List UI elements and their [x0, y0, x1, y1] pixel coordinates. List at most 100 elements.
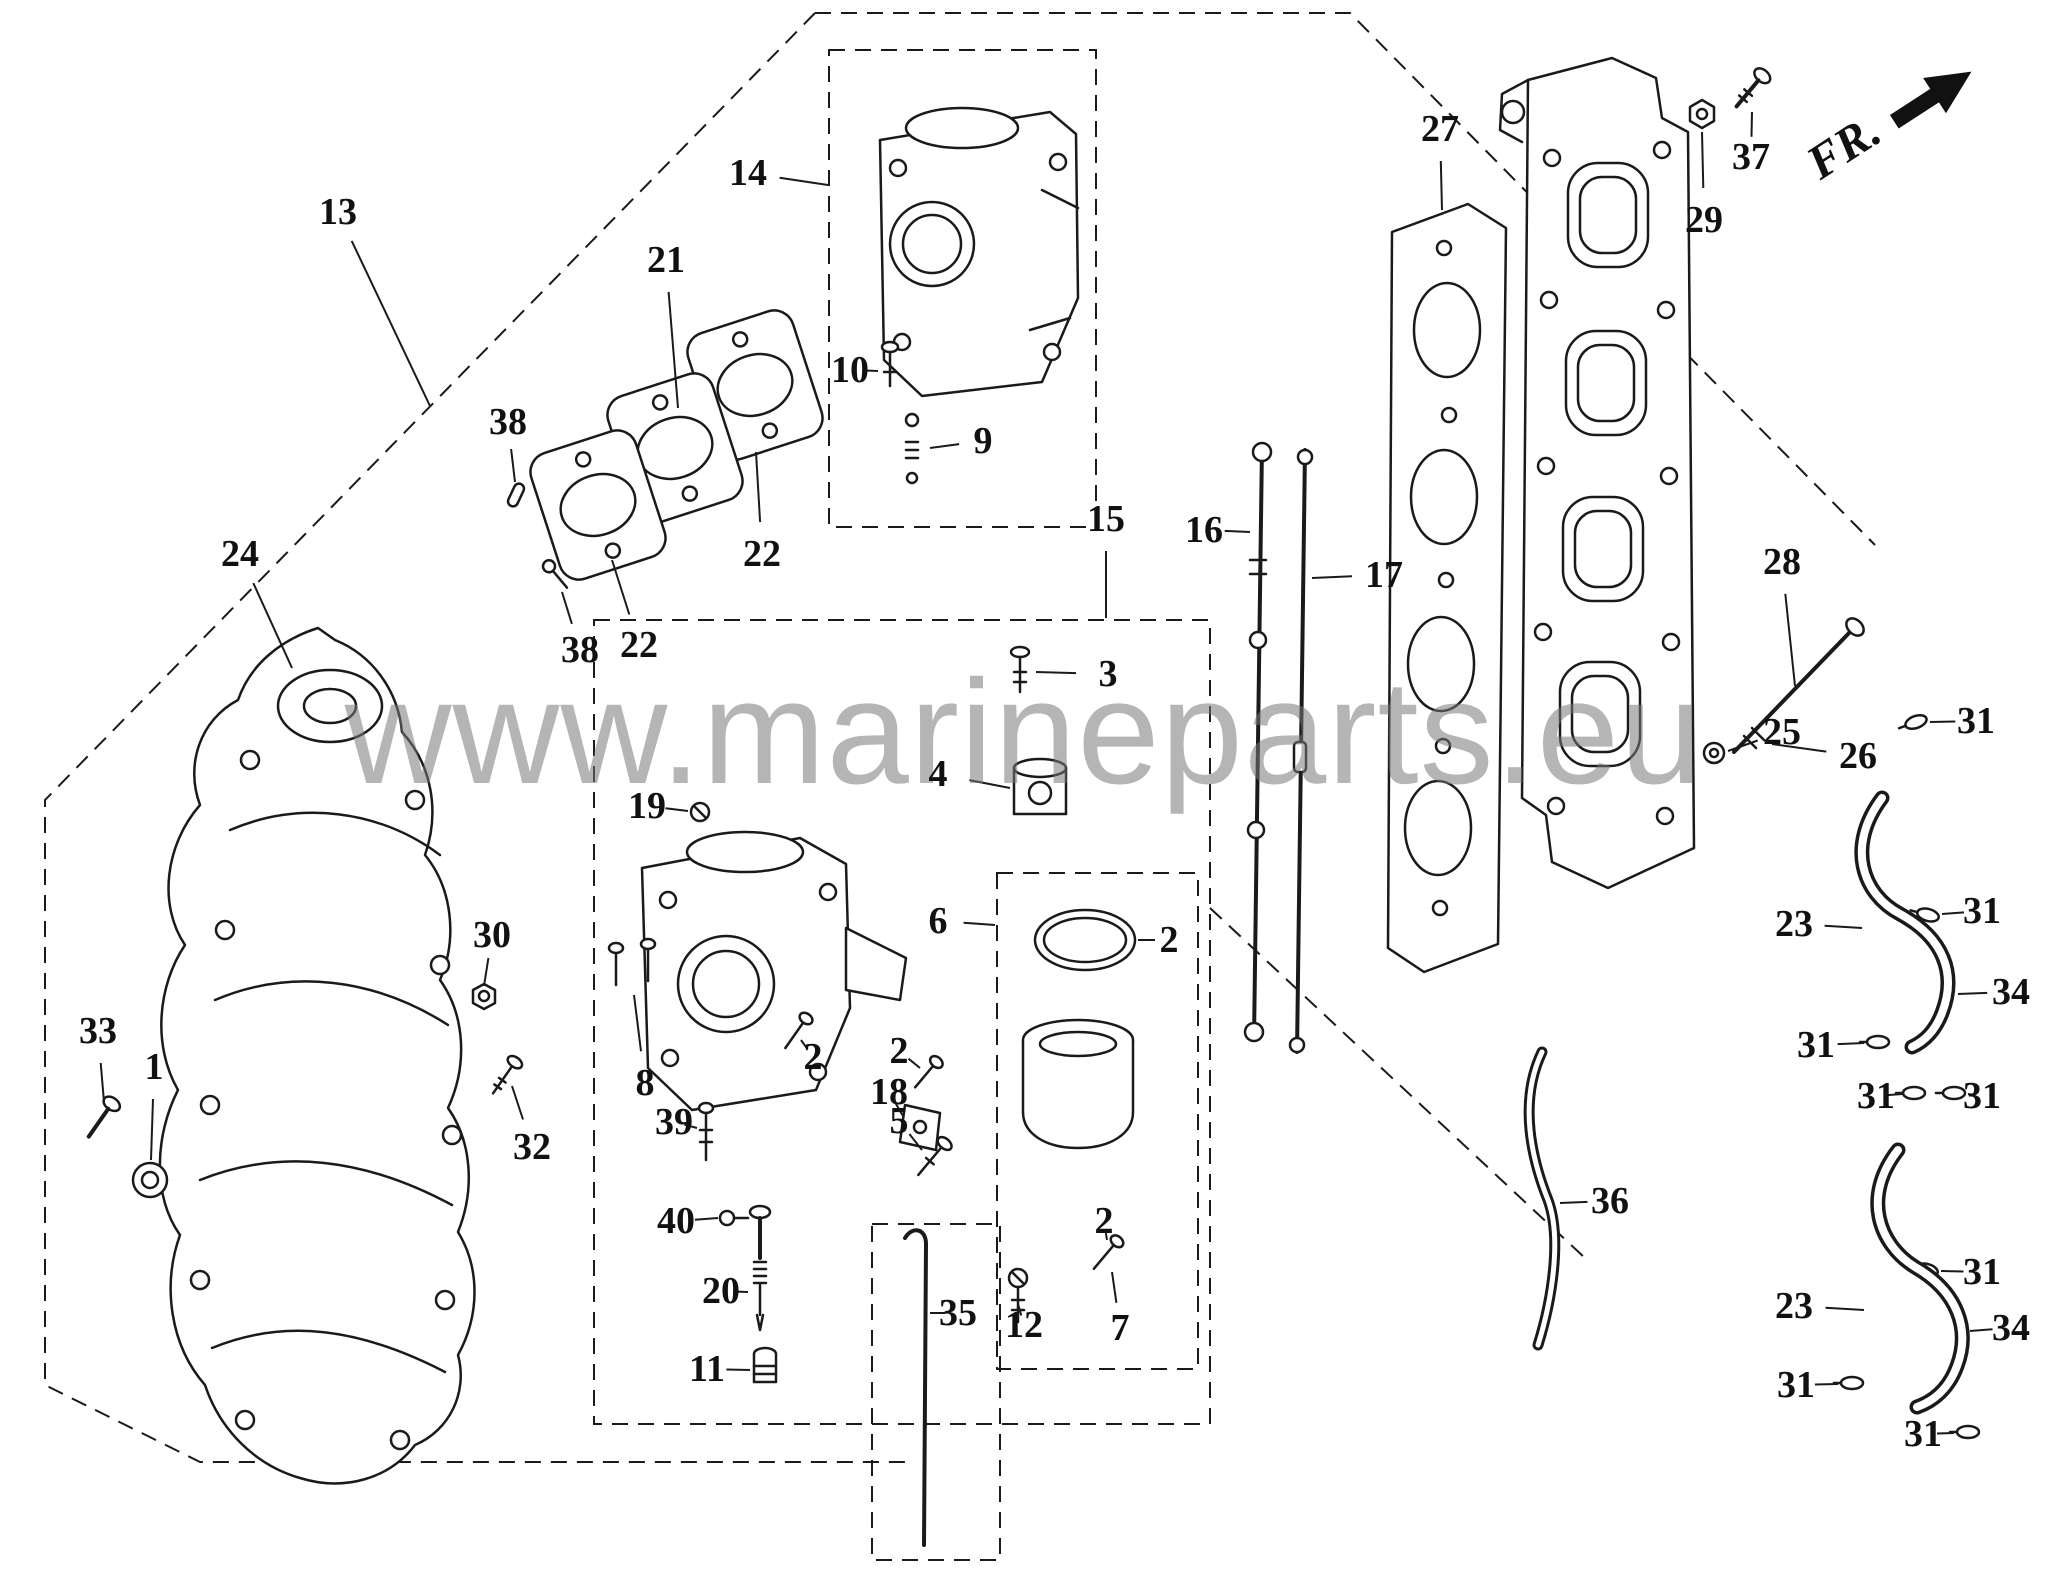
screw-set-9-drawing — [904, 412, 920, 485]
clip-31-drawing — [1934, 1085, 1967, 1101]
part-callout-35: 35 — [939, 1292, 977, 1334]
part-callout-22: 22 — [620, 624, 658, 666]
part-callout-38: 38 — [561, 629, 599, 671]
part-callout-20: 20 — [702, 1270, 740, 1312]
part-callout-32: 32 — [513, 1126, 551, 1168]
part-callout-22: 22 — [743, 533, 781, 575]
clip-31-drawing — [1909, 907, 1940, 923]
part-callout-2: 2 — [1094, 1200, 1114, 1242]
part-callout-33: 33 — [79, 1010, 117, 1052]
carburetor-gaskets-drawing — [506, 309, 824, 589]
part-callout-3: 3 — [1098, 653, 1118, 695]
part-callout-31: 31 — [1904, 1413, 1942, 1455]
screw-39-drawing — [697, 1101, 715, 1162]
part-callout-31: 31 — [1857, 1075, 1895, 1117]
part-callout-31: 31 — [1963, 890, 2001, 932]
part-callout-9: 9 — [973, 420, 993, 462]
part-callout-23: 23 — [1775, 1285, 1813, 1327]
part-callout-15: 15 — [1087, 498, 1125, 540]
part-callout-13: 13 — [319, 191, 357, 233]
part-callout-40: 40 — [657, 1200, 695, 1242]
screw-2d-drawing — [1092, 1234, 1125, 1271]
part-callout-34: 34 — [1992, 1307, 2030, 1349]
clip-31-drawing — [1858, 1034, 1891, 1050]
screw-set-8-drawing — [607, 937, 657, 987]
part-callout-17: 17 — [1365, 554, 1403, 596]
washer-25-drawing — [1702, 741, 1726, 765]
part-callout-25: 25 — [1763, 711, 1801, 753]
screw-2b-drawing — [784, 1011, 814, 1050]
leader-lines — [99, 111, 1993, 1435]
carburetor-upper-drawing — [878, 106, 1080, 485]
part-callout-30: 30 — [473, 914, 511, 956]
pin-38-upper — [506, 482, 526, 508]
clip-31-drawing — [1948, 1424, 1981, 1440]
screw-3-drawing — [1009, 645, 1031, 694]
part-callout-6: 6 — [928, 900, 948, 942]
part-callout-24: 24 — [221, 533, 259, 575]
screw-12-drawing — [1007, 1267, 1029, 1324]
main-jet-11-drawing — [752, 1346, 778, 1384]
bolt-32-drawing — [491, 1054, 524, 1095]
fr-arrow-icon — [1889, 71, 1972, 129]
screw-40-drawing — [718, 1209, 750, 1227]
rod-35-drawing — [903, 1228, 928, 1547]
intake-manifold-body-drawing — [1498, 56, 1696, 890]
part-callout-12: 12 — [1005, 1304, 1043, 1346]
part-callout-31: 31 — [1797, 1024, 1835, 1066]
part-callout-18: 18 — [870, 1071, 908, 1113]
screw-10-drawing — [880, 340, 900, 388]
part-callout-37: 37 — [1732, 136, 1770, 178]
bolt-28-drawing — [1732, 617, 1865, 754]
part-callout-8: 8 — [635, 1062, 655, 1104]
screw-19-drawing — [689, 801, 711, 823]
part-callout-27: 27 — [1421, 108, 1459, 150]
part-callout-11: 11 — [689, 1348, 725, 1390]
part-callout-31: 31 — [1777, 1364, 1815, 1406]
part-callout-36: 36 — [1591, 1180, 1629, 1222]
part-callout-1: 1 — [144, 1046, 164, 1088]
collar-4-drawing — [1012, 757, 1068, 816]
part-callout-31: 31 — [1963, 1075, 2001, 1117]
part-callout-38: 38 — [489, 401, 527, 443]
needle-valve-20-drawing — [748, 1204, 772, 1332]
part-callout-5: 5 — [889, 1100, 909, 1142]
part-callout-2: 2 — [889, 1030, 909, 1072]
screw-2c-drawing — [913, 1054, 944, 1089]
part-callout-4: 4 — [928, 753, 948, 795]
fasteners-right-drawing — [1688, 67, 1981, 1440]
part-callout-23: 23 — [1775, 903, 1813, 945]
clip-31-drawing — [1832, 1375, 1865, 1391]
hoses-drawing — [1523, 790, 1970, 1415]
part-callout-21: 21 — [647, 239, 685, 281]
link-rods-drawing — [1243, 441, 1314, 1054]
part-callout-29: 29 — [1685, 199, 1723, 241]
bolt-37-drawing — [1734, 67, 1772, 109]
part-callout-2: 2 — [803, 1036, 823, 1078]
float-chamber-drawing — [1021, 908, 1137, 1150]
part-callout-16: 16 — [1185, 509, 1223, 551]
clip-31-drawing — [1897, 713, 1928, 731]
part-callout-39: 39 — [655, 1101, 693, 1143]
carburetor-lower-drawing — [640, 830, 908, 1112]
pin-38-lower — [541, 559, 569, 589]
part-callout-31: 31 — [1957, 700, 1995, 742]
part-callout-14: 14 — [729, 152, 767, 194]
part-callout-2: 2 — [1159, 919, 1179, 961]
part-callout-10: 10 — [831, 349, 869, 391]
clip-31-drawing — [1894, 1085, 1927, 1101]
grommet-1-drawing — [131, 1161, 169, 1199]
small-hardware-drawing — [86, 645, 1125, 1547]
manifold-gasket-drawing — [1386, 202, 1508, 974]
nut-30-drawing — [471, 982, 497, 1011]
part-callout-26: 26 — [1839, 735, 1877, 777]
part-callout-7: 7 — [1110, 1307, 1130, 1349]
assembly-boundaries — [44, 12, 1876, 1561]
intake-manifold-cover-drawing — [158, 626, 476, 1485]
part-callout-34: 34 — [1992, 971, 2030, 1013]
bracket-18-drawing — [898, 1103, 942, 1152]
screw-5-drawing — [917, 1135, 953, 1177]
